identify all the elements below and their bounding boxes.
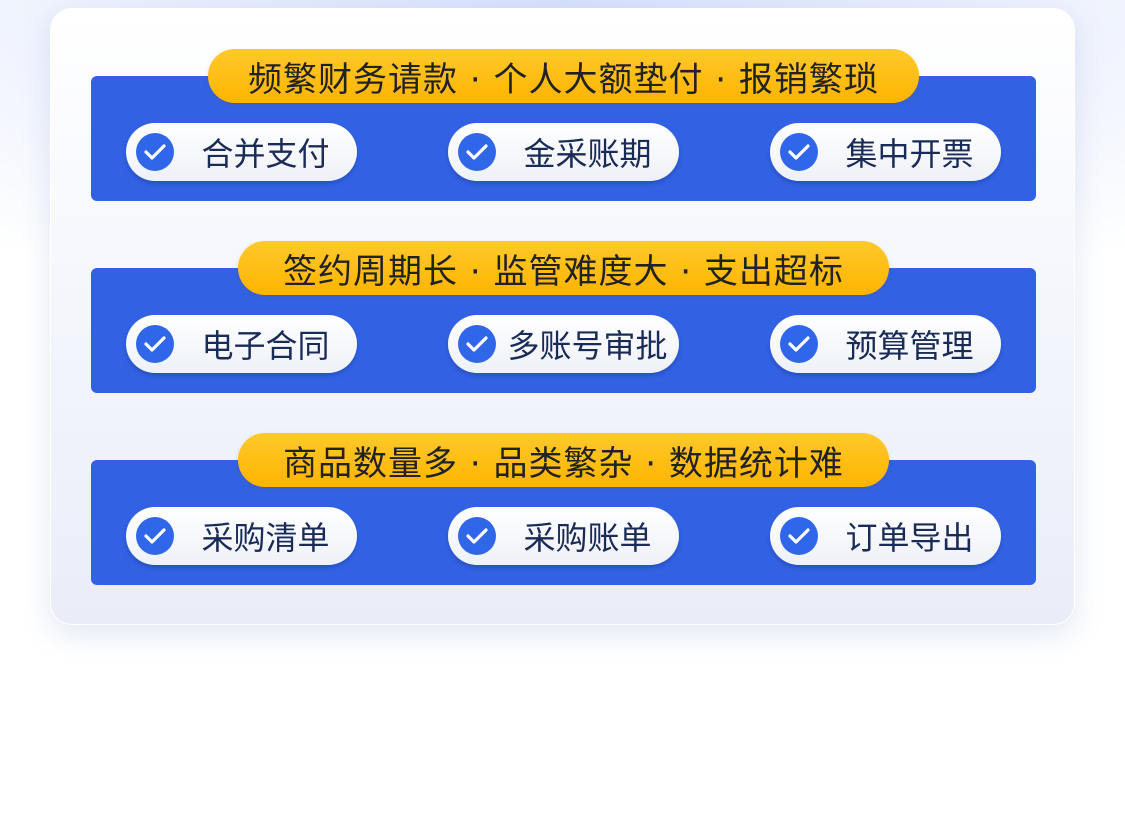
check-circle-icon — [136, 517, 174, 555]
section-banner: 频繁财务请款 · 个人大额垫付 · 报销繁琐 — [208, 49, 919, 103]
check-circle-icon — [458, 325, 496, 363]
check-circle-icon — [458, 133, 496, 171]
section-banner: 商品数量多 · 品类繁杂 · 数据统计难 — [238, 433, 889, 487]
feature-pill-purchase-bill[interactable]: 采购账单 — [448, 507, 679, 565]
feature-label: 多账号审批 — [507, 327, 668, 365]
feature-label: 采购账单 — [523, 519, 652, 557]
feature-label: 集中开票 — [845, 135, 974, 173]
feature-pill-central-invoicing[interactable]: 集中开票 — [770, 123, 1001, 181]
feature-label: 电子合同 — [201, 327, 330, 365]
section-banner: 签约周期长 · 监管难度大 · 支出超标 — [238, 241, 889, 295]
feature-pill-order-export[interactable]: 订单导出 — [770, 507, 1001, 565]
feature-label: 订单导出 — [845, 519, 974, 557]
check-circle-icon — [780, 325, 818, 363]
features-card: 频繁财务请款 · 个人大额垫付 · 报销繁琐 合并支付 金采账期 集中开票 签约… — [50, 8, 1075, 625]
check-circle-icon — [780, 133, 818, 171]
feature-pill-multi-account-approval[interactable]: 多账号审批 — [448, 315, 679, 373]
feature-pill-budget-management[interactable]: 预算管理 — [770, 315, 1001, 373]
check-circle-icon — [458, 517, 496, 555]
check-circle-icon — [136, 325, 174, 363]
feature-label: 采购清单 — [201, 519, 330, 557]
check-circle-icon — [780, 517, 818, 555]
feature-pill-merged-payment[interactable]: 合并支付 — [126, 123, 357, 181]
feature-label: 合并支付 — [201, 135, 330, 173]
check-circle-icon — [136, 133, 174, 171]
section-finance: 频繁财务请款 · 个人大额垫付 · 报销繁琐 合并支付 金采账期 集中开票 — [91, 49, 1036, 201]
feature-label: 金采账期 — [523, 135, 652, 173]
feature-pill-credit-period[interactable]: 金采账期 — [448, 123, 679, 181]
section-goods: 商品数量多 · 品类繁杂 · 数据统计难 采购清单 采购账单 订单导出 — [91, 433, 1036, 585]
feature-label: 预算管理 — [845, 327, 974, 365]
feature-pill-purchase-list[interactable]: 采购清单 — [126, 507, 357, 565]
feature-pill-e-contract[interactable]: 电子合同 — [126, 315, 357, 373]
section-contract: 签约周期长 · 监管难度大 · 支出超标 电子合同 多账号审批 预算管理 — [91, 241, 1036, 393]
